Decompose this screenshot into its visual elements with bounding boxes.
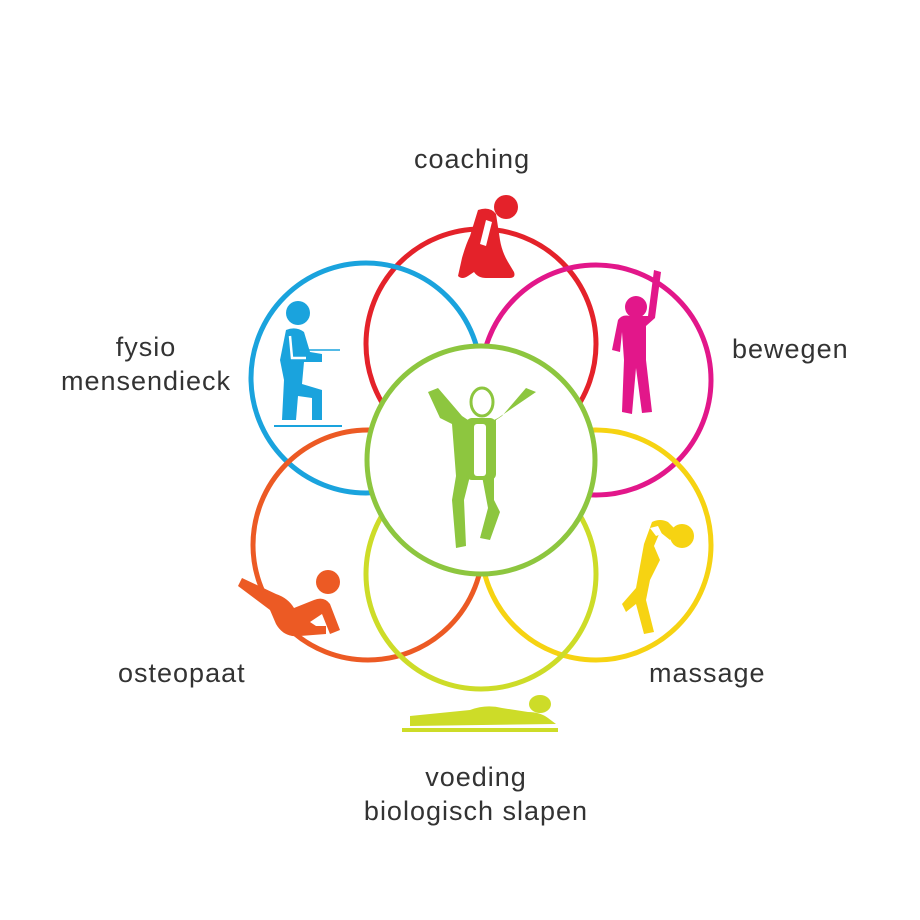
osteopaat-label: osteopaat [118, 656, 246, 690]
bending-person-icon [622, 520, 694, 634]
bewegen-text: bewegen [732, 334, 849, 364]
bewegen-label: bewegen [732, 332, 849, 366]
voeding-text-line1: voeding [425, 762, 527, 792]
lying-person-icon [402, 695, 558, 732]
fysio-text-line2: mensendieck [60, 366, 232, 396]
coaching-label: coaching [414, 142, 530, 176]
fysio-text-line1: fysio [115, 332, 177, 362]
osteopaat-text: osteopaat [118, 658, 246, 688]
jumping-person-icon [428, 386, 536, 548]
voeding-label: voeding biologisch slapen [340, 760, 612, 828]
voeding-text-line2: biologisch slapen [363, 796, 589, 826]
massage-label: massage [649, 656, 766, 690]
kneeling-person-icon [458, 195, 518, 278]
fysio-label: fysio mensendieck [52, 330, 240, 398]
stepping-person-icon [274, 301, 342, 427]
reclining-person-icon [238, 570, 340, 637]
massage-text: massage [649, 658, 766, 688]
coaching-text: coaching [414, 144, 531, 174]
stretching-person-icon [612, 270, 661, 414]
